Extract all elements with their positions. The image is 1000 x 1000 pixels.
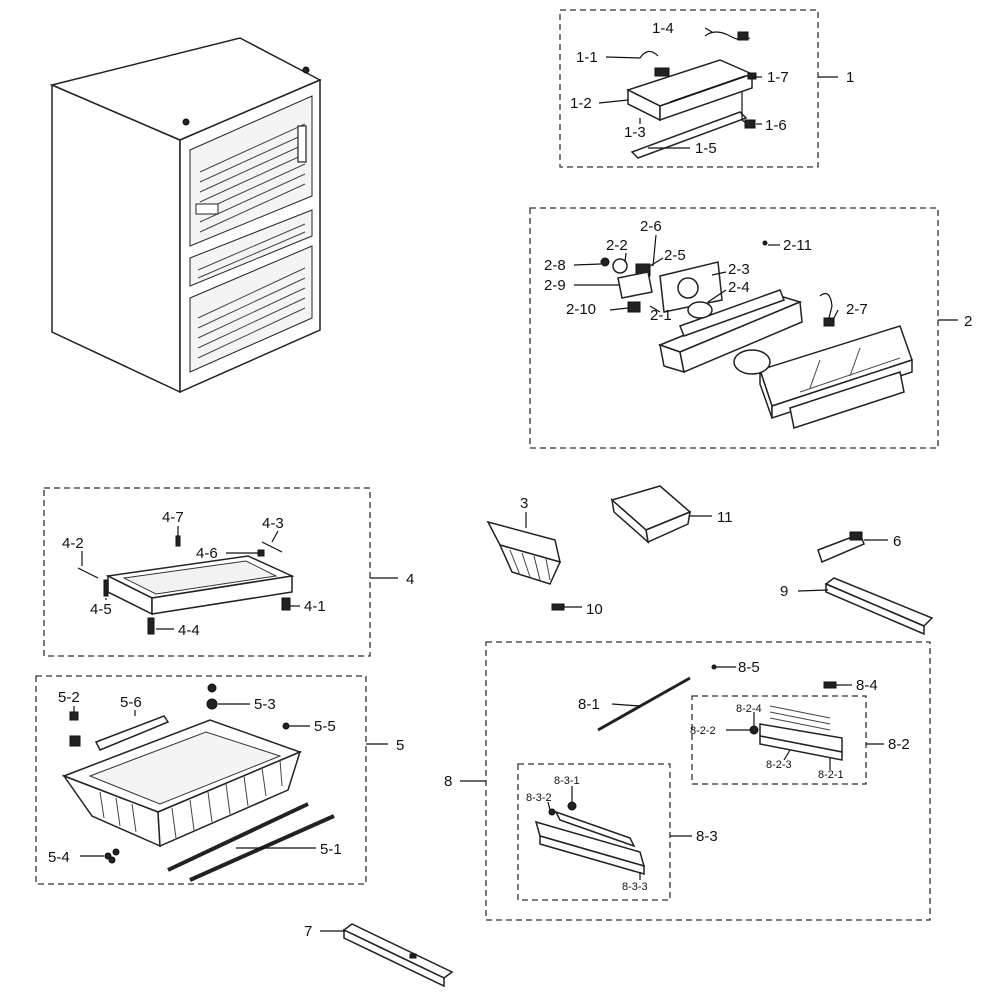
label-2-8: 2-8	[544, 257, 566, 274]
label-4-3: 4-3	[262, 515, 284, 532]
part-9-rail	[797, 577, 934, 636]
label-8-2-4: 8-2-4	[736, 703, 762, 715]
part-11-tray	[610, 485, 712, 544]
label-4-1: 4-1	[304, 598, 326, 615]
part-10-screw	[551, 603, 582, 611]
refrigerator-cabinet	[49, 37, 322, 394]
label-8-2: 8-2	[888, 736, 910, 753]
label-6: 6	[893, 533, 901, 550]
part-6-bracket	[817, 531, 888, 564]
label-11: 11	[717, 509, 733, 526]
label-8-5: 8-5	[738, 659, 760, 676]
label-4: 4	[406, 571, 414, 588]
label-2-9: 2-9	[544, 277, 566, 294]
label-3: 3	[520, 495, 528, 512]
group-2-box	[529, 207, 939, 449]
label-2-11: 2-11	[783, 237, 812, 254]
group-4-parts	[77, 535, 295, 635]
label-8-3-2: 8-3-2	[526, 792, 552, 804]
label-5-6: 5-6	[120, 694, 142, 711]
label-1-6: 1-6	[765, 117, 787, 134]
label-8-2-2: 8-2-2	[690, 725, 716, 737]
label-9: 9	[780, 583, 788, 600]
label-1-5: 1-5	[695, 140, 717, 157]
label-5-5: 5-5	[314, 718, 336, 735]
label-8-2-1: 8-2-1	[818, 769, 844, 781]
group-8-2-box	[691, 695, 867, 785]
group-8-3-box	[517, 763, 671, 901]
label-2-6: 2-6	[640, 218, 662, 235]
label-2-7: 2-7	[846, 301, 868, 318]
label-2-4: 2-4	[728, 279, 750, 296]
label-8-3-1: 8-3-1	[554, 775, 580, 787]
label-8-1: 8-1	[578, 696, 600, 713]
part-7-rail	[320, 923, 454, 988]
label-8-3-3: 8-3-3	[622, 881, 648, 893]
label-2-1: 2-1	[650, 307, 672, 324]
label-1-2: 1-2	[570, 95, 592, 112]
part-3-basket	[486, 512, 562, 585]
label-5-3: 5-3	[254, 696, 276, 713]
label-1-3: 1-3	[624, 124, 646, 141]
label-2: 2	[964, 313, 972, 330]
group-4-box	[43, 487, 371, 657]
label-2-10: 2-10	[566, 301, 596, 318]
label-2-3: 2-3	[728, 261, 750, 278]
label-4-2: 4-2	[62, 535, 84, 552]
group-2-leaders	[573, 234, 958, 321]
group-1-parts	[626, 31, 757, 159]
label-1-4: 1-4	[652, 20, 674, 37]
label-4-7: 4-7	[162, 509, 184, 526]
label-4-5: 4-5	[90, 601, 112, 618]
label-1: 1	[846, 69, 854, 86]
group-5-box	[35, 675, 367, 885]
label-5-1: 5-1	[320, 841, 342, 858]
group-8-leaders	[460, 666, 884, 880]
label-8-2-3: 8-2-3	[766, 759, 792, 771]
label-10: 10	[586, 601, 603, 618]
group-1-box	[559, 9, 819, 168]
label-4-4: 4-4	[178, 622, 200, 639]
label-1-1: 1-1	[576, 49, 598, 66]
group-1-leaders	[598, 27, 838, 149]
label-7: 7	[304, 923, 312, 940]
label-2-2: 2-2	[606, 237, 628, 254]
label-5-2: 5-2	[58, 689, 80, 706]
group-5-leaders	[73, 703, 388, 857]
group-4-leaders	[81, 526, 398, 630]
label-8: 8	[444, 773, 452, 790]
label-5-4: 5-4	[48, 849, 70, 866]
label-1-7: 1-7	[767, 69, 789, 86]
label-8-3: 8-3	[696, 828, 718, 845]
label-5: 5	[396, 737, 404, 754]
group-5-parts	[61, 683, 335, 882]
label-2-5: 2-5	[664, 247, 686, 264]
label-8-4: 8-4	[856, 677, 878, 694]
label-4-6: 4-6	[196, 545, 218, 562]
group-2-parts	[600, 240, 913, 429]
group-8-parts	[534, 664, 843, 875]
